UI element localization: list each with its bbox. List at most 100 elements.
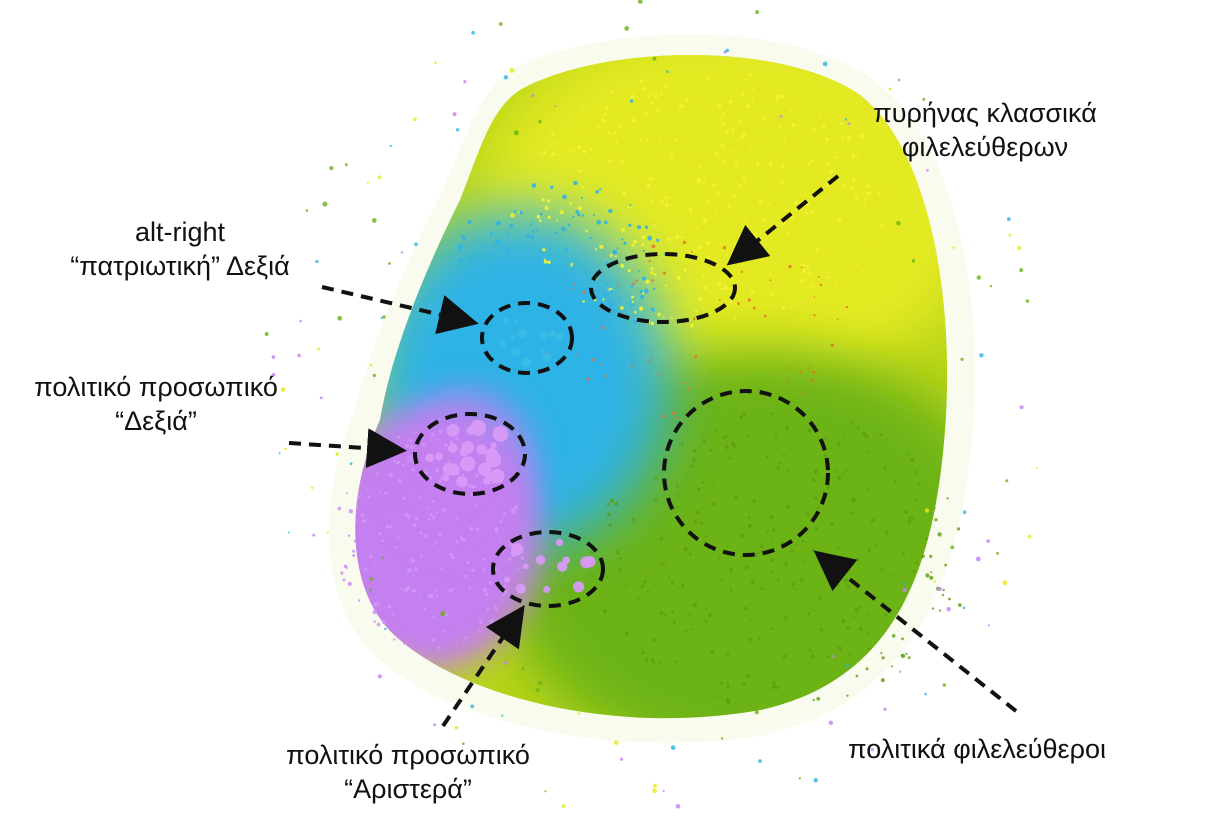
- node: [554, 231, 558, 235]
- node: [903, 509, 909, 514]
- node: [496, 220, 501, 226]
- node: [412, 588, 416, 593]
- node: [641, 651, 645, 655]
- node: [829, 169, 834, 174]
- node: [681, 443, 684, 447]
- node: [515, 583, 526, 594]
- node: [414, 431, 418, 434]
- node: [442, 462, 456, 476]
- node: [732, 444, 737, 448]
- node: [865, 242, 868, 245]
- node: [924, 508, 930, 513]
- node: [651, 244, 656, 249]
- node: [478, 620, 484, 625]
- node: [545, 316, 548, 320]
- node: [368, 456, 373, 460]
- node: [880, 652, 883, 655]
- node: [603, 112, 607, 116]
- node: [695, 309, 698, 313]
- node: [653, 224, 656, 227]
- node: [639, 290, 643, 294]
- node: [603, 291, 608, 297]
- node: [877, 190, 882, 195]
- node: [623, 241, 627, 245]
- node: [299, 319, 302, 323]
- node: [703, 285, 708, 290]
- graph-nodes: [264, 0, 1038, 809]
- node: [656, 108, 661, 113]
- node: [775, 95, 781, 100]
- node: [619, 556, 622, 560]
- node: [758, 551, 761, 554]
- node: [470, 492, 474, 496]
- node: [384, 491, 388, 495]
- node: [746, 229, 751, 234]
- node: [704, 607, 707, 611]
- node: [671, 610, 675, 614]
- node: [803, 559, 807, 562]
- node: [1019, 268, 1024, 273]
- node: [604, 701, 607, 704]
- label-political-liberals: πολιτικά φιλελεύθεροι: [848, 732, 1208, 766]
- node: [382, 315, 386, 319]
- node: [641, 235, 646, 240]
- node: [651, 199, 654, 203]
- node: [942, 588, 945, 592]
- node: [741, 135, 745, 139]
- node: [360, 513, 365, 517]
- node: [791, 582, 796, 587]
- node: [455, 517, 458, 520]
- node: [480, 245, 484, 249]
- node: [315, 259, 319, 264]
- node: [631, 300, 635, 304]
- node: [381, 556, 385, 559]
- node: [641, 276, 647, 281]
- node: [896, 220, 901, 226]
- node: [538, 120, 542, 124]
- node: [849, 511, 854, 515]
- node: [742, 176, 746, 180]
- node: [791, 123, 796, 127]
- node: [419, 594, 422, 597]
- node: [779, 125, 783, 129]
- node: [297, 353, 302, 358]
- node: [950, 545, 955, 550]
- node: [717, 282, 722, 287]
- node: [590, 574, 594, 578]
- node: [726, 205, 731, 210]
- node: [662, 315, 665, 318]
- node: [812, 609, 815, 612]
- node: [746, 673, 751, 679]
- node: [433, 723, 437, 727]
- label-classical-liberals-line1: πυρήνας κλασσικά: [873, 98, 1097, 128]
- node: [718, 556, 721, 559]
- node: [503, 661, 507, 665]
- node: [466, 426, 476, 435]
- node: [452, 588, 455, 591]
- node: [509, 542, 514, 547]
- node: [375, 471, 378, 474]
- node: [364, 567, 368, 572]
- node: [659, 536, 663, 541]
- node: [734, 163, 738, 168]
- label-political-staff-left-line1: πολιτικό προσωπικό: [286, 740, 530, 770]
- node: [718, 115, 721, 118]
- node: [837, 217, 842, 222]
- node: [813, 296, 816, 299]
- node: [357, 495, 361, 499]
- node: [389, 525, 393, 529]
- node: [1027, 534, 1032, 539]
- node: [812, 698, 815, 702]
- node: [662, 414, 665, 418]
- node: [511, 543, 524, 556]
- node: [404, 587, 409, 592]
- node: [521, 667, 525, 671]
- node: [600, 363, 603, 366]
- node: [724, 129, 729, 134]
- arrow-political-staff-right: [288, 428, 407, 469]
- node: [278, 452, 281, 455]
- node: [728, 99, 733, 104]
- node: [544, 790, 547, 793]
- node: [721, 122, 726, 127]
- node: [729, 588, 733, 592]
